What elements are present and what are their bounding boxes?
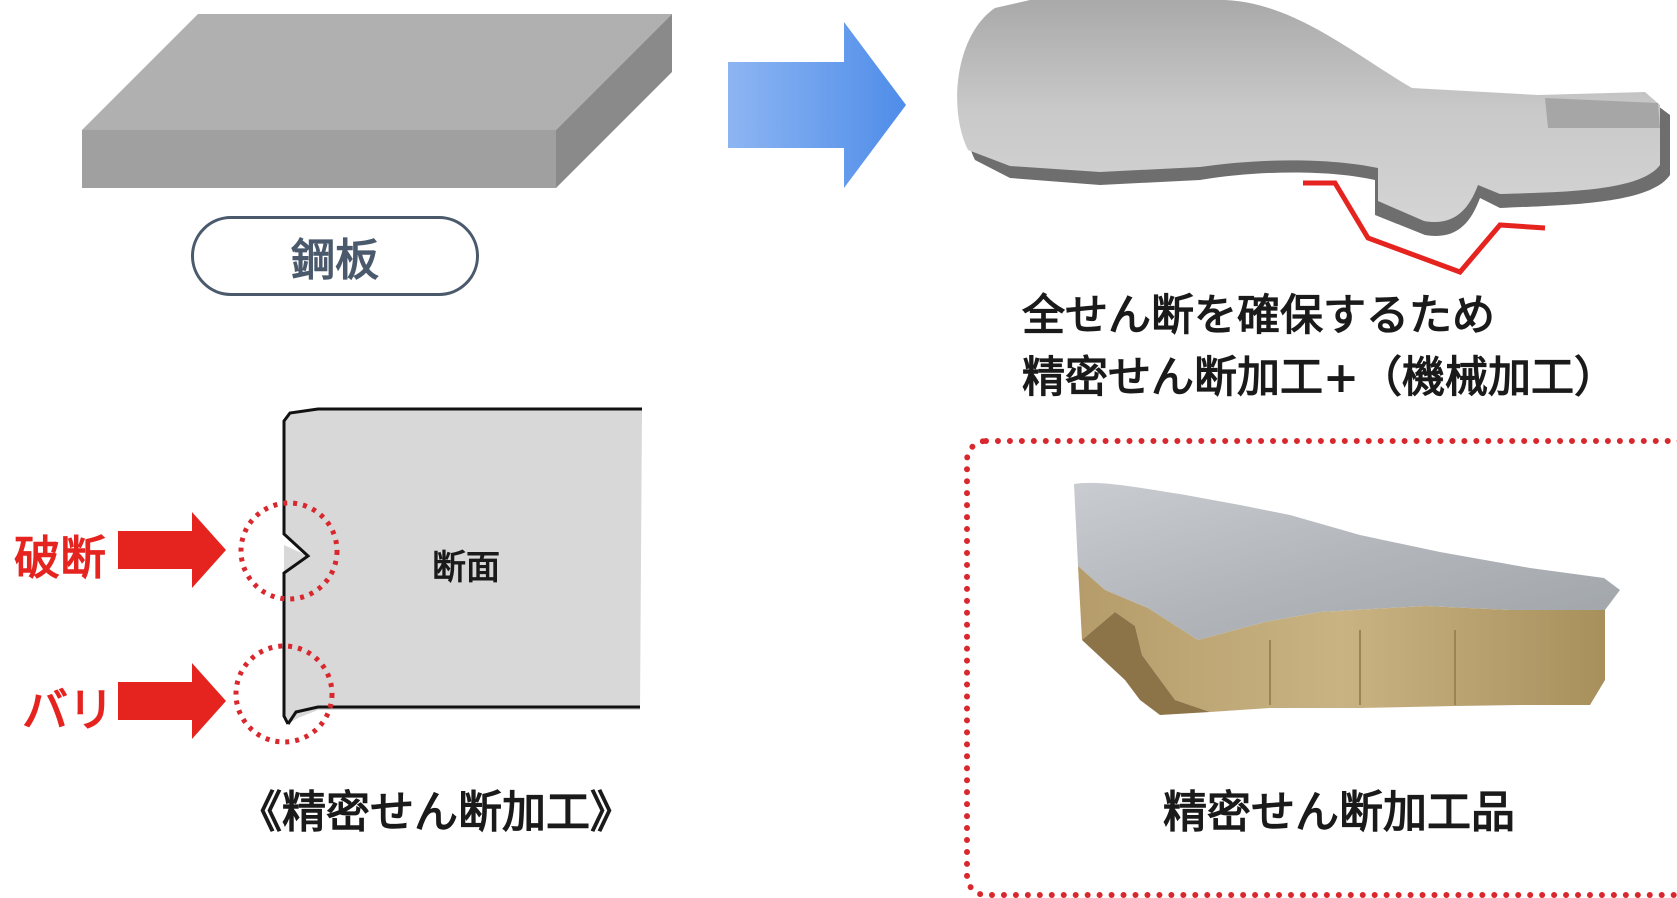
fracture-arrow-icon xyxy=(118,512,226,588)
cross-section-diagram xyxy=(118,407,642,745)
fracture-label: 破断 xyxy=(14,531,106,585)
burr-arrow-icon xyxy=(118,663,226,739)
process-caption: 全せん断を確保するため 精密せん断加工+（機械加工） xyxy=(1022,285,1617,409)
burr-label: バリ xyxy=(22,683,114,737)
shear-edge-line xyxy=(1303,180,1546,275)
cross-section-caption: 《精密せん断加工》 xyxy=(238,787,634,838)
process-caption-line2: 精密せん断加工+（機械加工） xyxy=(1022,353,1618,403)
process-arrow-icon xyxy=(728,22,906,188)
product-caption: 精密せん断加工品 xyxy=(1163,787,1515,838)
steel-plate-image xyxy=(82,14,672,188)
diagram-graphics xyxy=(82,0,1670,745)
steel-plate-label: 鋼板 xyxy=(191,216,479,296)
product-photo-image xyxy=(1074,482,1620,715)
steel-plate-label-text: 鋼板 xyxy=(291,235,379,286)
cross-section-face-label: 断面 xyxy=(432,548,500,588)
fracture-highlight-circle xyxy=(238,500,340,602)
machined-part-image xyxy=(957,0,1670,236)
process-caption-line1: 全せん断を確保するため xyxy=(1022,291,1495,341)
burr-highlight-circle xyxy=(233,643,335,745)
